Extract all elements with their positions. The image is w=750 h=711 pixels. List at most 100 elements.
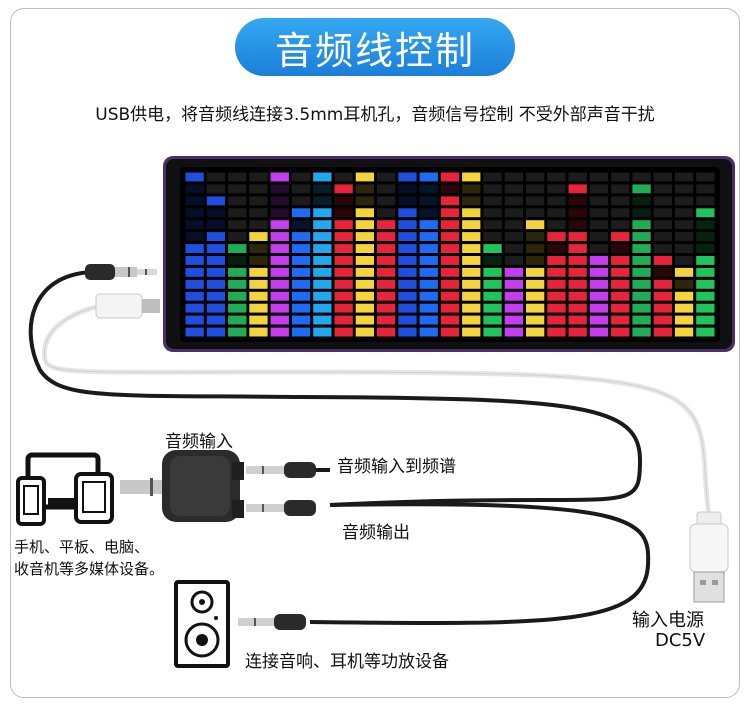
- spectrum-cell: [206, 256, 226, 265]
- spectrum-cell: [249, 172, 268, 182]
- spectrum-cell: [206, 327, 226, 337]
- spectrum-cell: [504, 327, 523, 337]
- spectrum-cell: [568, 220, 587, 230]
- spectrum-cell: [653, 196, 672, 206]
- spectrum-cell: [568, 196, 587, 206]
- spectrum-cell: [291, 184, 311, 194]
- spectrum-cell: [674, 279, 694, 289]
- spectrum-cell: [377, 244, 396, 253]
- spectrum-cell: [334, 315, 353, 325]
- spectrum-cell: [249, 232, 268, 241]
- spectrum-cell: [398, 256, 417, 265]
- spectrum-cell: [185, 220, 204, 230]
- spectrum-cell: [696, 196, 715, 206]
- spectrum-cell: [462, 244, 481, 253]
- micro-usb-plug: [95, 293, 160, 319]
- spectrum-cell: [526, 184, 545, 194]
- spectrum-cell: [653, 244, 672, 253]
- spectrum-cell: [398, 184, 417, 194]
- spectrum-cell: [313, 232, 332, 241]
- spectrum-cell: [653, 291, 672, 301]
- spectrum-cell: [547, 256, 566, 265]
- spectrum-cell: [355, 232, 374, 241]
- spectrum-cell: [398, 315, 417, 325]
- usb-power-plug: [689, 511, 729, 603]
- spectrum-cell: [611, 279, 630, 289]
- spectrum-cell: [228, 303, 247, 313]
- spectrum-cell: [206, 208, 226, 218]
- spectrum-cell: [696, 267, 715, 277]
- spectrum-cell: [589, 172, 609, 182]
- cable-white-usb-outline: [43, 304, 713, 521]
- spectrum-cell: [547, 208, 566, 218]
- spectrum-cell: [632, 208, 651, 218]
- spectrum-cell: [568, 208, 587, 218]
- spectrum-cell: [504, 232, 523, 241]
- spectrum-cell: [334, 172, 353, 182]
- spectrum-cell: [440, 232, 460, 241]
- spectrum-cell: [674, 208, 694, 218]
- spectrum-cell: [526, 303, 545, 313]
- spectrum-cell: [228, 256, 247, 265]
- spectrum-cell: [291, 303, 311, 313]
- spectrum-cell: [419, 267, 438, 277]
- spectrum-cell: [334, 220, 353, 230]
- spectrum-cell: [419, 232, 438, 241]
- spectrum-cell: [398, 232, 417, 241]
- spectrum-cell: [377, 196, 396, 206]
- multimedia-devices-icon: [16, 452, 114, 526]
- spectrum-cell: [355, 256, 374, 265]
- spectrum-cell: [270, 303, 289, 313]
- spectrum-cell: [504, 291, 523, 301]
- spectrum-cell: [313, 327, 332, 337]
- spectrum-cell: [526, 196, 545, 206]
- spectrum-cell: [504, 244, 523, 253]
- spectrum-cell: [547, 184, 566, 194]
- spectrum-cell: [377, 291, 396, 301]
- spectrum-cell: [632, 232, 651, 241]
- spectrum-cell: [696, 220, 715, 230]
- spectrum-cell: [547, 232, 566, 241]
- spectrum-cell: [462, 267, 481, 277]
- spectrum-cell: [270, 184, 289, 194]
- spectrum-cell: [313, 256, 332, 265]
- spectrum-cell: [377, 267, 396, 277]
- label-speaker-connect: 连接音响、耳机等功放设备: [245, 652, 449, 672]
- spectrum-cell: [504, 256, 523, 265]
- spectrum-cell: [696, 315, 715, 325]
- spectrum-cell: [632, 196, 651, 206]
- spectrum-cell: [419, 303, 438, 313]
- spectrum-cell: [462, 184, 481, 194]
- spectrum-cell: [270, 256, 289, 265]
- spectrum-cell: [483, 244, 502, 253]
- spectrum-cell: [653, 172, 672, 182]
- spectrum-cell: [270, 172, 289, 182]
- spectrum-cell: [377, 184, 396, 194]
- spectrum-cell: [313, 303, 332, 313]
- spectrum-cell: [291, 279, 311, 289]
- spectrum-cell: [334, 232, 353, 241]
- spectrum-cell: [334, 184, 353, 194]
- spectrum-cell: [504, 267, 523, 277]
- spectrum-cell: [206, 303, 226, 313]
- spectrum-cell: [206, 172, 226, 182]
- spectrum-cell: [206, 196, 226, 206]
- spectrum-cell: [696, 327, 715, 337]
- jack-plug-speaker: [238, 614, 306, 630]
- spectrum-cell: [674, 232, 694, 241]
- spectrum-cell: [228, 232, 247, 241]
- spectrum-cell: [462, 196, 481, 206]
- spectrum-cell: [377, 232, 396, 241]
- spectrum-cell: [589, 327, 609, 337]
- spectrum-cell: [185, 279, 204, 289]
- spectrum-cell: [674, 315, 694, 325]
- spectrum-cell: [313, 315, 332, 325]
- spectrum-cell: [632, 291, 651, 301]
- spectrum-cell: [611, 327, 630, 337]
- spectrum-cell: [611, 244, 630, 253]
- spectrum-cell: [589, 303, 609, 313]
- spectrum-cell: [504, 279, 523, 289]
- spectrum-cell: [419, 327, 438, 337]
- spectrum-cell: [419, 172, 438, 182]
- spectrum-cell: [206, 315, 226, 325]
